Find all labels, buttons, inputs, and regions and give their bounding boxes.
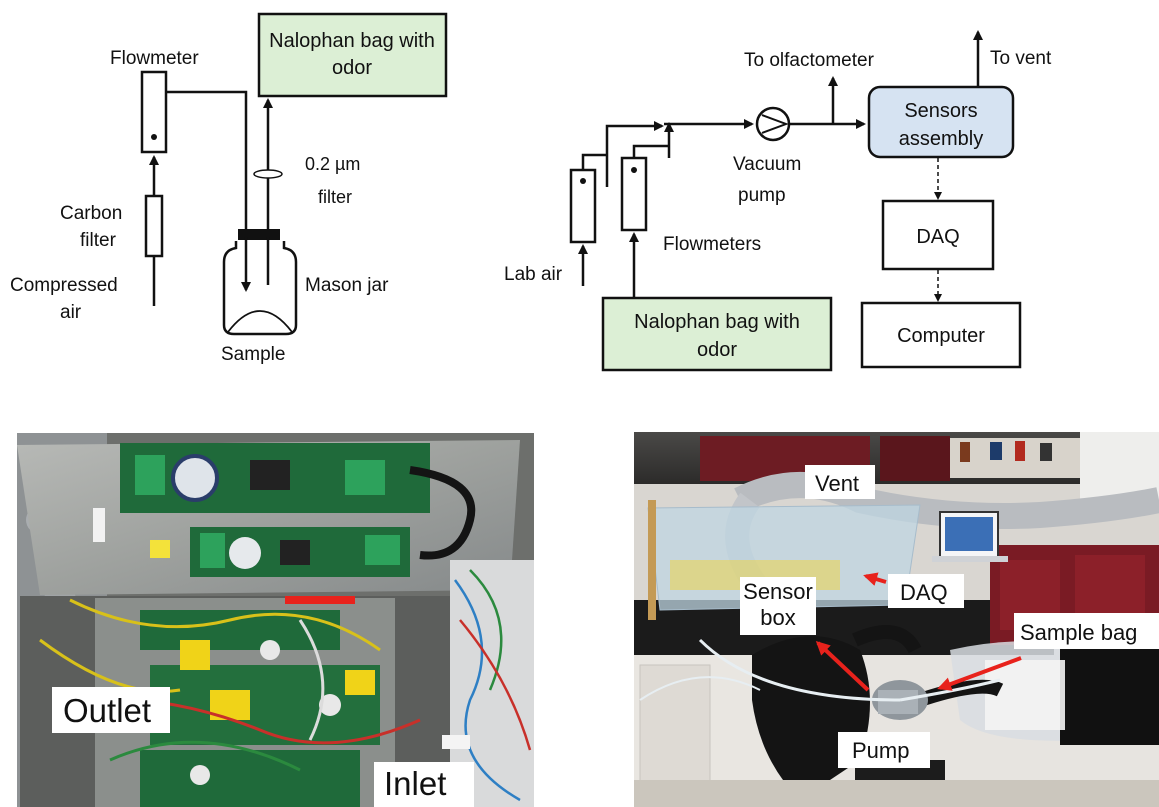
computer-box [860, 301, 1022, 369]
sensor-box-label-1: Sensor [743, 579, 813, 604]
flowmeter-label: Flowmeter [110, 48, 199, 69]
sample-label: Sample [221, 344, 285, 365]
sensor-box-arrow [815, 640, 870, 692]
mason-jar-label: Mason jar [305, 275, 389, 296]
carbon-filter-box [144, 194, 164, 258]
jar-sample [227, 310, 293, 333]
sensors-assembly-label-1: Sensors [904, 100, 977, 122]
filter-label-1: 0.2 µm [305, 154, 360, 174]
sample-bag-arrow [937, 656, 1022, 691]
filter-label-2: filter [318, 187, 352, 207]
outlet-label-box [52, 687, 170, 733]
membrane-filter [253, 169, 283, 179]
sample-bag-label: Sample bag [1020, 620, 1137, 645]
nalophan-bag-box-left [257, 12, 448, 98]
mason-jar [222, 241, 298, 336]
daq-photo-label-box [888, 574, 964, 608]
lab-setup-photo: Vent Sensor box DAQ Sample bag Pump [634, 432, 1159, 807]
compressed-air-label-1: Compressed [10, 275, 118, 296]
flowmeters-label: Flowmeters [663, 234, 761, 255]
vacuum-pump-label-2: pump [738, 185, 786, 206]
setup-right-diagram: To olfactometer To vent Sensors assembly… [504, 30, 1052, 372]
sensor-box-label-box [740, 577, 816, 635]
tube-flowmeter-to-jar [166, 90, 248, 237]
inlet-label: Inlet [384, 765, 446, 802]
vent-label-box [805, 465, 875, 499]
pump-triangle [761, 114, 789, 134]
daq-photo-label: DAQ [900, 580, 948, 605]
sensors-assembly-label-2: assembly [899, 128, 983, 150]
to-olfactometer-label: To olfactometer [744, 50, 875, 71]
sensor-box-label-2: box [760, 605, 795, 630]
outlet-label: Outlet [63, 692, 151, 729]
sensors-assembly-box [867, 85, 1015, 159]
tube-fm2-to-line [632, 144, 669, 158]
compressed-air-label-2: air [60, 302, 82, 323]
inlet-label-box [374, 762, 474, 807]
setup-left-diagram: Flowmeter Carbon filter Compressed air N… [10, 12, 448, 365]
vent-label: Vent [815, 471, 859, 496]
flowmeter-2-ball [631, 167, 637, 173]
tube-lab-air [605, 121, 664, 187]
pump-label-box [838, 732, 930, 768]
jar-lid [238, 229, 280, 240]
to-vent-label: To vent [990, 48, 1052, 69]
computer-label: Computer [897, 325, 985, 347]
carbon-filter-label-1: Carbon [60, 203, 122, 224]
flowmeter-ball [151, 134, 157, 140]
daq-box [881, 199, 995, 271]
daq-arrow [863, 572, 887, 586]
nalophan-bag-label-right-1: Nalophan bag with [634, 311, 800, 333]
nalophan-bag-box-right [601, 296, 833, 372]
pump-label: Pump [852, 738, 909, 763]
daq-label: DAQ [916, 226, 959, 248]
tube-fm1-to-line [581, 153, 607, 170]
flowmeter-1-ball [580, 178, 586, 184]
sensor-box-photo: Outlet Inlet [17, 433, 534, 807]
nalophan-bag-label-left-1: Nalophan bag with [269, 30, 435, 52]
carbon-filter-label-2: filter [80, 230, 117, 251]
nalophan-bag-label-left-2: odor [332, 57, 372, 79]
lab-air-label: Lab air [504, 264, 563, 285]
nalophan-bag-label-right-2: odor [697, 339, 737, 361]
vacuum-pump-label-1: Vacuum [733, 154, 801, 175]
sample-bag-label-box [1014, 613, 1159, 649]
